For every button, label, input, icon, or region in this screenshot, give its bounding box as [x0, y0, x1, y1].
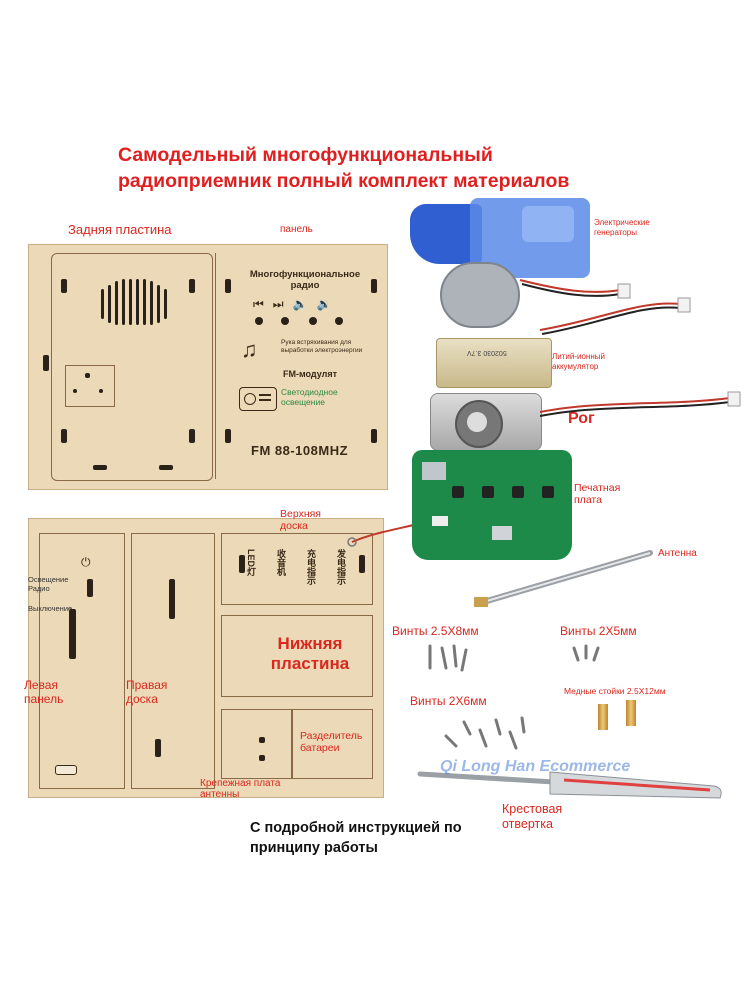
right-board-outline [131, 533, 215, 789]
top-board-outline [221, 533, 373, 605]
bottom-plate-outline [221, 615, 373, 697]
label-screws-6: Винты 2Х6мм [410, 694, 487, 708]
fm-label: FM-модулят [283, 369, 337, 379]
pcb [412, 450, 572, 560]
screws-group-6 [444, 716, 526, 750]
power-icon: ⏻ [81, 555, 91, 569]
led-label: Светодиодное освещение [281, 387, 338, 407]
label-back-plate: Задняя пластина [68, 222, 172, 237]
watermark: Qi Long Han Ecommerce [440, 758, 631, 775]
frequency-label: FM 88-108MHZ [251, 443, 349, 458]
motor [440, 262, 520, 328]
label-screwdriver: Крестовая отвертка [502, 802, 563, 831]
label-generators: Электрические генераторы [594, 218, 650, 237]
label-antenna: Антенна [658, 548, 697, 559]
standoff-1 [598, 704, 608, 730]
left-panel-outline [39, 533, 125, 789]
generator-wires [519, 279, 691, 335]
antenna [474, 550, 653, 607]
speaker [430, 393, 542, 451]
label-standoffs: Медные стойки 2.5Х12мм [564, 686, 666, 696]
title-line-1: Самодельный многофункциональный [118, 144, 493, 166]
label-power-off: Выключение [28, 604, 73, 613]
label-battery-divider: Разделитель батареи [300, 730, 363, 754]
back-plate-outline [51, 253, 213, 481]
label-battery: Литий-ионный аккумулятор [552, 352, 605, 371]
label-left-panel: Левая панель [24, 678, 64, 706]
label-antenna-mount: Крепежная плата антенны [200, 778, 281, 800]
label-right-board: Правая доска [126, 678, 168, 706]
caption-line-2: принципу работы [250, 840, 378, 856]
screws-group-8 [428, 644, 468, 672]
top-board-led-text: LED灯 [246, 549, 256, 576]
label-horn: Рог [568, 410, 595, 427]
speaker-wires [540, 391, 741, 417]
title-line-2: радиоприемник полный комплект материалов [118, 170, 570, 192]
caption: С подробной инструкцией по принципу рабо… [250, 818, 550, 858]
caption-line-1: С подробной инструкцией по [250, 820, 462, 836]
label-top-board: Верхняя доска [280, 508, 321, 532]
radio-icon [239, 387, 277, 411]
label-pcb: Печатная плата [574, 482, 621, 506]
music-note-icon: ♫ [241, 337, 258, 362]
screwdriver [417, 771, 722, 799]
standoff-2 [626, 700, 636, 726]
page-title: Самодельный многофункциональный радиопри… [118, 142, 678, 194]
back-plate-board: Многофункциональное радио ⏮⏭🔈🔉 ♫ Рука вс… [28, 244, 388, 490]
label-panel: панель [280, 224, 313, 235]
crank-label: Рука встряхивания для выработки электроэ… [281, 339, 363, 354]
screws-group-5 [572, 644, 600, 662]
media-control-icons: ⏮⏭🔈🔉 [253, 297, 341, 311]
lower-plate-board: ⏻ LED灯 收音机 充电指示 发电指示 [28, 518, 384, 798]
label-bottom-plate: Нижняя пластина [270, 634, 350, 673]
panel-heading: Многофункциональное радио [249, 269, 361, 291]
label-screws-8: Винты 2.5Х8мм [392, 624, 479, 638]
label-screws-5: Винты 2Х5мм [560, 624, 637, 638]
battery: 502030 3.7V [436, 338, 552, 388]
label-lighting-radio: Освещение Радио [28, 575, 69, 593]
divider [215, 253, 216, 479]
